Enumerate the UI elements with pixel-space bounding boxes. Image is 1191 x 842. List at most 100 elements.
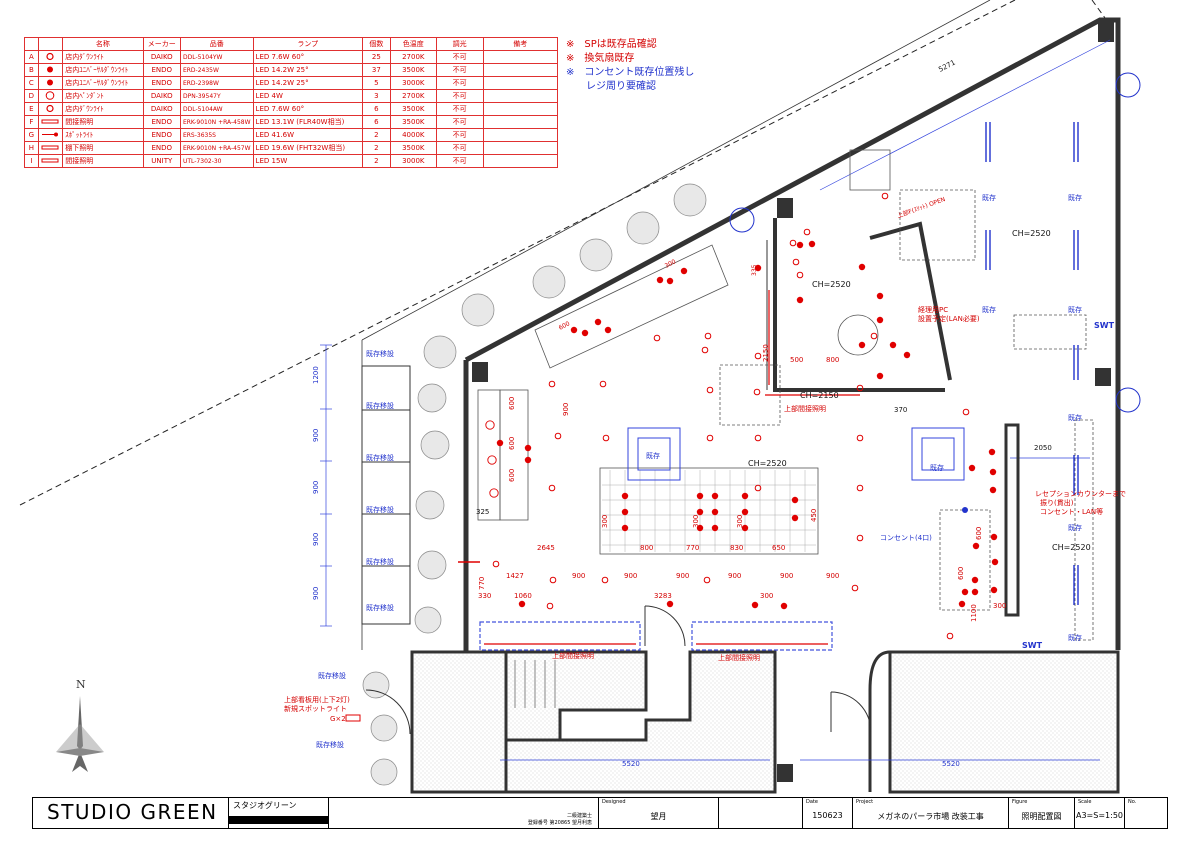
note-line: レジ周り要確認 bbox=[566, 81, 656, 92]
dimension-label: 900 bbox=[826, 572, 839, 580]
dimension-label: 500 bbox=[790, 356, 803, 364]
legend-symbol-icon bbox=[37, 141, 64, 155]
pendant-mark bbox=[485, 420, 495, 430]
legend-cell-key: I bbox=[24, 154, 39, 168]
universal-downlight-mark bbox=[876, 372, 884, 380]
legend-cell-model: ERD-2435W bbox=[179, 63, 254, 77]
legend-cell-model: ERD-2398W bbox=[179, 76, 254, 90]
downlight-ring-mark bbox=[870, 332, 878, 340]
number-label: No. bbox=[1128, 799, 1137, 805]
dimension-label: 1427 bbox=[506, 572, 524, 580]
existing-ceiling-fixtures bbox=[985, 122, 1079, 605]
downlight-ring-mark bbox=[548, 484, 556, 492]
existing-label: 既存 bbox=[1068, 305, 1082, 314]
universal-downlight-mark bbox=[876, 316, 884, 324]
downlight-ring-mark bbox=[703, 576, 711, 584]
legend-cell-temp: 3500K bbox=[389, 63, 437, 77]
universal-downlight-mark bbox=[808, 240, 816, 248]
universal-downlight-mark bbox=[621, 524, 629, 532]
reception-note: コンセント・LAN等 bbox=[1040, 507, 1103, 516]
downlight-ring-mark bbox=[546, 602, 554, 610]
pc-note: 経理用PC bbox=[918, 305, 948, 314]
title-block: STUDIO GREEN スタジオグリーン 二級建築士 登録番号 第20865 … bbox=[32, 797, 1168, 829]
legend-cell-dim: 不可 bbox=[435, 63, 484, 77]
dimension-label: 600 bbox=[957, 567, 965, 580]
legend-cell-maker: DAIKO bbox=[142, 102, 181, 116]
dimension-label: 2150 bbox=[762, 344, 770, 362]
ceiling-height-label: CH=2520 bbox=[748, 459, 787, 468]
legend-cell-maker: DAIKO bbox=[142, 89, 181, 103]
legend-header: 色温度 bbox=[389, 37, 437, 51]
legend-cell-temp: 3000K bbox=[389, 76, 437, 90]
dimension-label: 600 bbox=[975, 527, 983, 540]
universal-downlight-mark bbox=[656, 276, 664, 284]
universal-downlight-mark bbox=[666, 277, 674, 285]
legend-symbol-icon bbox=[37, 89, 64, 103]
universal-downlight-mark bbox=[711, 492, 719, 500]
dimension-label: 5520 bbox=[622, 760, 640, 768]
universal-downlight-mark bbox=[666, 600, 674, 608]
existing-label: 既存 bbox=[1068, 523, 1082, 532]
downlight-ring-mark bbox=[753, 388, 761, 396]
universal-downlight-mark bbox=[594, 318, 602, 326]
legend-cell-note bbox=[482, 50, 559, 64]
legend-cell-note bbox=[482, 141, 559, 155]
legend-symbol-icon bbox=[37, 115, 64, 129]
legend-cell-count: 3 bbox=[362, 89, 391, 103]
legend-cell-count: 6 bbox=[362, 102, 391, 116]
legend-cell-model: DDL-5104AW bbox=[179, 102, 254, 116]
legend-cell-temp: 4000K bbox=[389, 128, 437, 142]
dimension-label: 900 bbox=[624, 572, 637, 580]
reception-note: レセプションカウンターまで bbox=[1035, 489, 1126, 498]
universal-downlight-mark bbox=[968, 464, 976, 472]
universal-downlight-mark bbox=[621, 492, 629, 500]
legend-symbol-icon bbox=[37, 76, 64, 90]
reception-counter bbox=[1004, 423, 1020, 617]
legend-cell-note bbox=[482, 154, 559, 168]
legend-cell-name: 間接照明 bbox=[62, 154, 144, 168]
dimension-label: 770 bbox=[686, 544, 699, 552]
dimension-label: 900 bbox=[312, 587, 320, 600]
signboard-note: 上部看板用(上下2灯) bbox=[284, 695, 350, 704]
project-value: メガネのパーラ市場 改装工事 bbox=[877, 812, 984, 821]
downlight-ring-mark bbox=[548, 380, 556, 388]
legend-cell-name: 店内ﾕﾆﾊﾞｰｻﾙﾀﾞｳﾝﾗｲﾄ bbox=[62, 76, 144, 90]
downlight-ring-mark bbox=[706, 434, 714, 442]
universal-downlight-mark bbox=[751, 601, 759, 609]
legend-cell-name: 店内ﾍﾟﾝﾀﾞﾝﾄ bbox=[62, 89, 144, 103]
legend-cell-model: ERK-9010N +RA-457W bbox=[179, 141, 254, 155]
dimension-label: 800 bbox=[826, 356, 839, 364]
dimension-label: 600 bbox=[508, 469, 516, 482]
downlight-ring-mark bbox=[549, 576, 557, 584]
legend-header-row: 名称 メーカー 品番 ランプ 個数 色温度 調光 備考 bbox=[24, 37, 559, 51]
dimension-label: 830 bbox=[730, 544, 743, 552]
universal-downlight-mark bbox=[696, 524, 704, 532]
legend-cell-note bbox=[482, 128, 559, 142]
universal-downlight-mark bbox=[791, 496, 799, 504]
legend-cell-maker: ENDO bbox=[142, 141, 181, 155]
switch-label: SWT bbox=[1022, 641, 1043, 650]
stair bbox=[514, 660, 556, 708]
legend-cell-count: 6 bbox=[362, 115, 391, 129]
downlight-ring-mark bbox=[789, 239, 797, 247]
universal-downlight-mark bbox=[796, 296, 804, 304]
universal-downlight-mark bbox=[991, 558, 999, 566]
legend-symbol-icon bbox=[37, 63, 64, 77]
blue-dimension-lines bbox=[320, 39, 1111, 761]
legend-cell-key: G bbox=[24, 128, 39, 142]
ceiling-height-label: CH=2520 bbox=[1052, 543, 1091, 552]
legend-cell-key: A bbox=[24, 50, 39, 64]
indirect-light-label: 上部間接照明 bbox=[718, 653, 760, 662]
legend-cell-name: 店内ﾀﾞｳﾝﾗｲﾄ bbox=[62, 50, 144, 64]
legend-cell-maker: DAIKO bbox=[142, 50, 181, 64]
downlight-ring-mark bbox=[754, 352, 762, 360]
dimension-label: 900 bbox=[312, 429, 320, 442]
legend-header: 名称 bbox=[62, 37, 144, 51]
universal-downlight-mark bbox=[971, 588, 979, 596]
dimension-label: 1100 bbox=[970, 604, 978, 622]
legend-cell-dim: 不可 bbox=[435, 115, 484, 129]
legend-cell-temp: 3500K bbox=[389, 115, 437, 129]
ceiling-height-label: CH=2520 bbox=[812, 280, 851, 289]
